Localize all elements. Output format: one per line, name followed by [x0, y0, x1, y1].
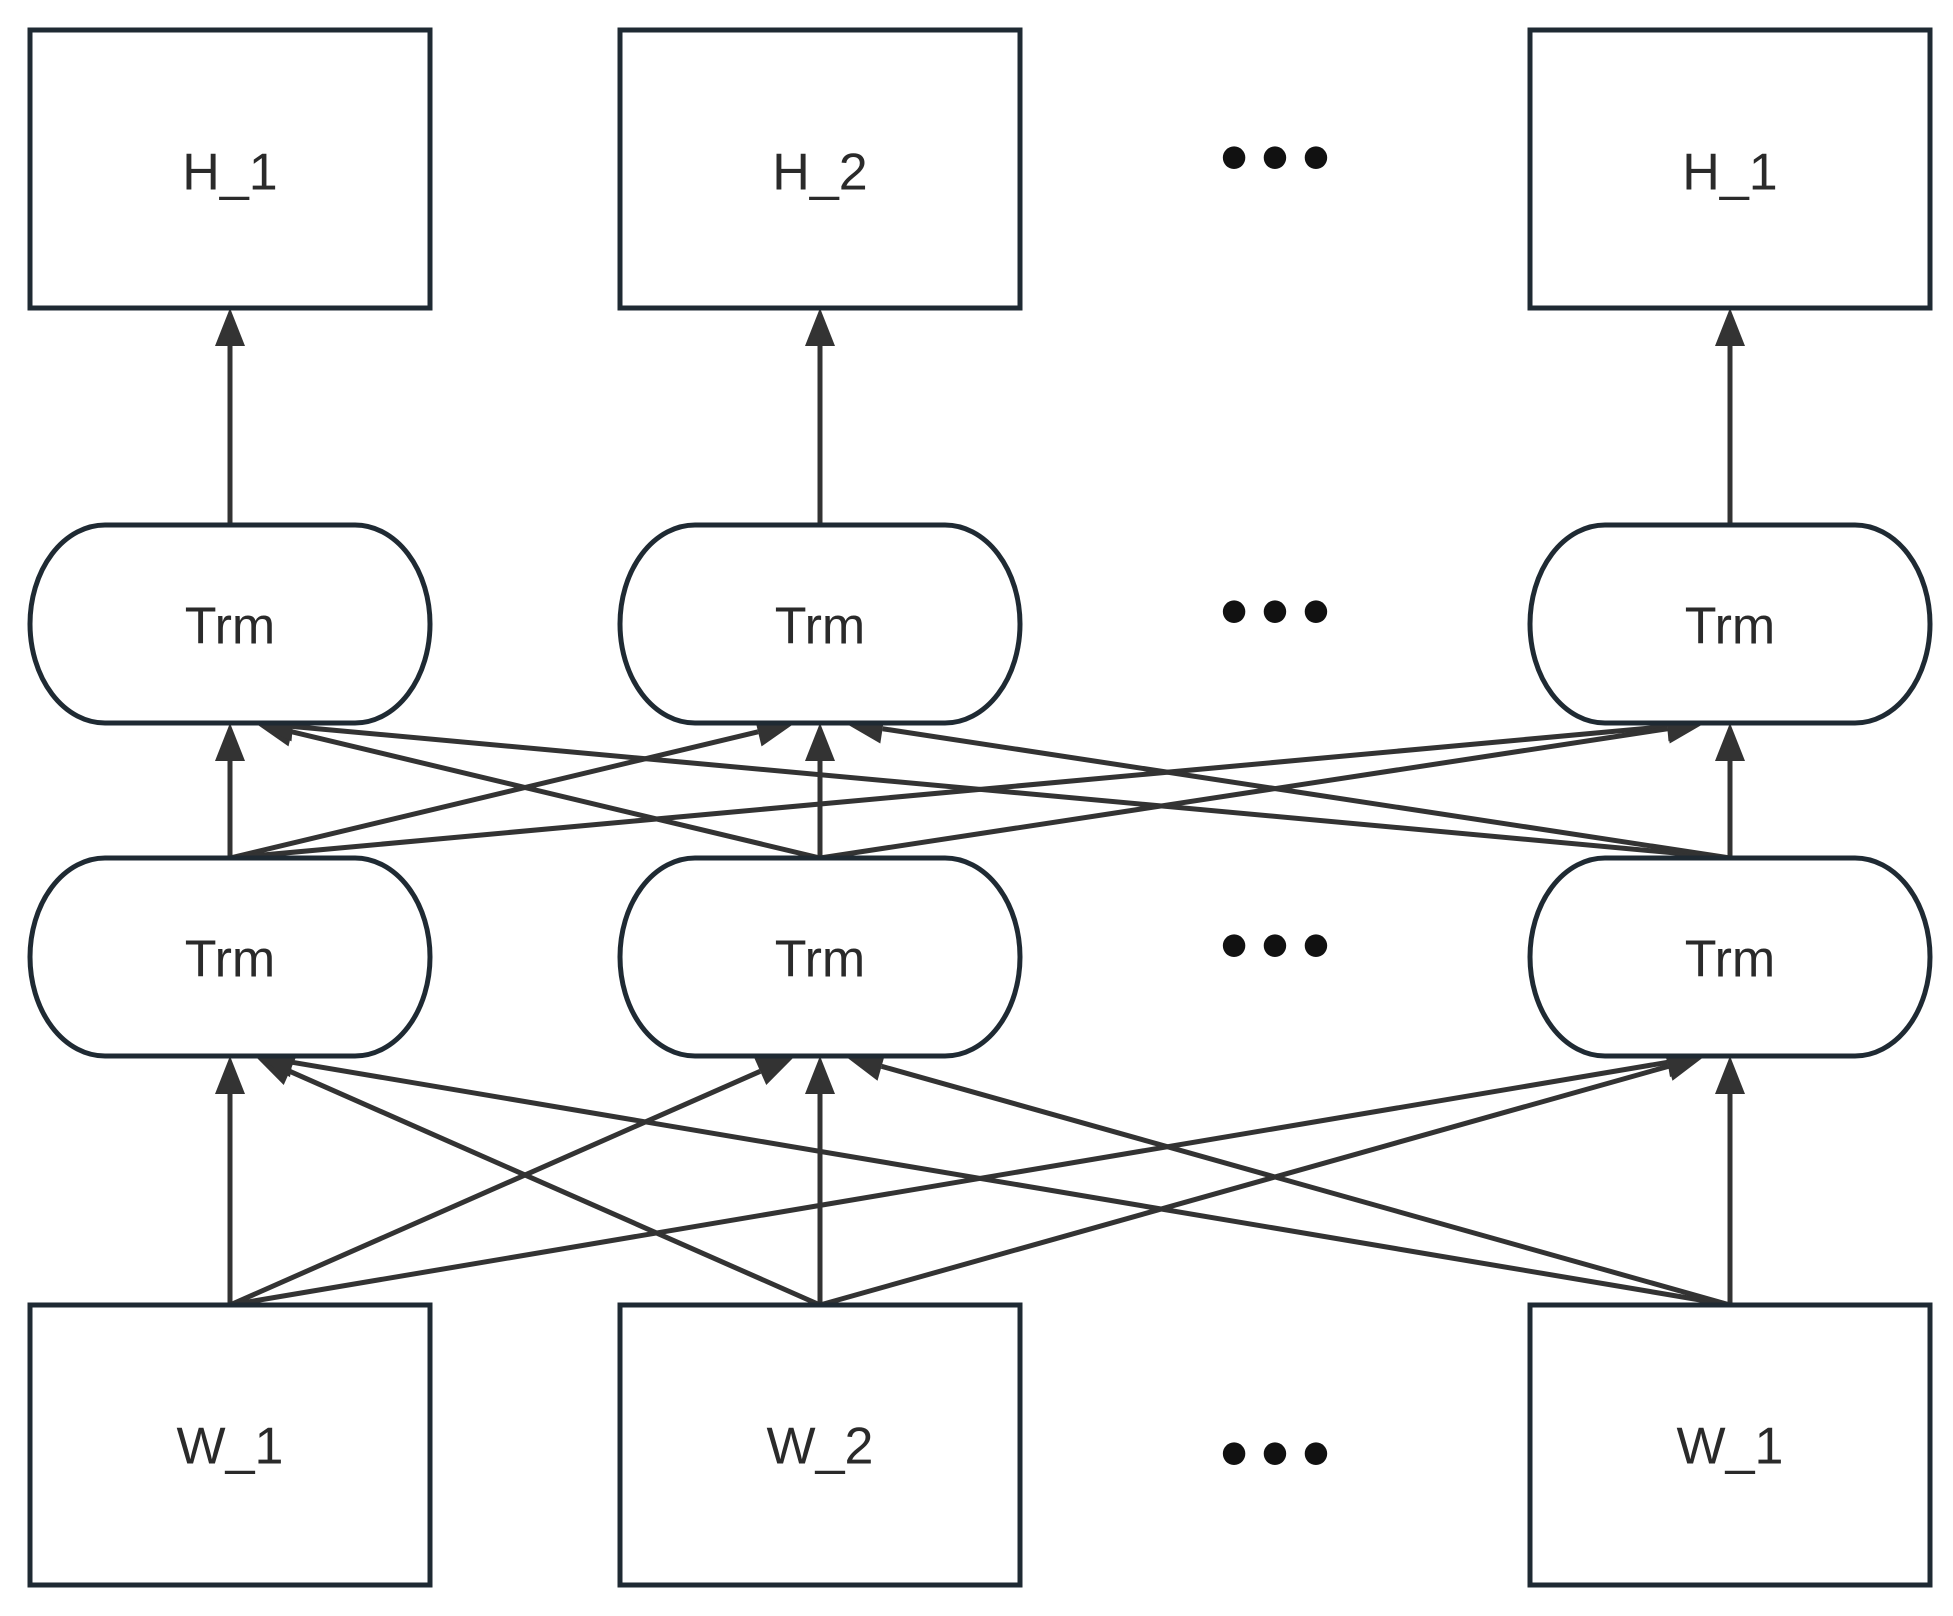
- output-label-1: H_1: [182, 144, 277, 202]
- edge-w-3-to-trm1-3-arrowhead: [1715, 1056, 1745, 1094]
- lower-trm-box-1: [27, 855, 433, 1059]
- edge-w-3-to-trm1-2-line: [880, 1063, 1731, 1308]
- lower-trm-row: Trm Trm ••• Trm: [27, 855, 1933, 1059]
- lower-trm-label-3: Trm: [1685, 931, 1775, 989]
- edges-layer: [215, 308, 1745, 1308]
- output-box-1: [27, 27, 433, 311]
- edge-w-1-to-trm1-2-line: [228, 1069, 762, 1308]
- edge-w-3-to-trm1-1-line: [292, 1059, 1731, 1308]
- upper-trm-node-2: Trm: [617, 522, 1023, 726]
- edge-w-3-to-trm1-2-arrowhead: [845, 1051, 886, 1081]
- upper-trm-label-2: Trm: [775, 598, 865, 656]
- lower-trm-label-1: Trm: [185, 931, 275, 989]
- input-node-2: W_2: [617, 1302, 1023, 1588]
- lower-trm-box-3: [1527, 855, 1933, 1059]
- edge-trm2-to-h-3-arrowhead: [1715, 308, 1745, 346]
- edge-trm1-2-to-trm2-1-line: [291, 729, 821, 861]
- edge-w-2-to-trm1-3-arrowhead: [1664, 1051, 1705, 1081]
- input-node-3: W_1: [1527, 1302, 1933, 1588]
- output-ellipsis: •••: [1214, 124, 1337, 198]
- lower-trm-node-1: Trm: [27, 855, 433, 1059]
- upper-trm-box-2: [617, 522, 1023, 726]
- edge-trm2-to-h-2-arrowhead: [805, 308, 835, 346]
- edge-trm2-to-h-1-arrowhead: [215, 308, 245, 346]
- upper-trm-node-3: Trm: [1527, 522, 1933, 726]
- edge-trm1-1-to-trm2-3-line: [229, 723, 1668, 861]
- upper-trm-ellipsis: •••: [1214, 578, 1337, 652]
- output-label-2: H_2: [772, 144, 867, 202]
- input-row: W_1 W_2 ••• W_1: [27, 1302, 1933, 1588]
- input-label-3: W_1: [1677, 1418, 1784, 1476]
- lower-trm-ellipsis: •••: [1214, 912, 1337, 986]
- edge-trm1-2-to-trm2-3-line: [819, 726, 1668, 861]
- lower-trm-node-2: Trm: [617, 855, 1023, 1059]
- output-label-3: H_1: [1682, 144, 1777, 202]
- edge-w-2-to-trm1-3-line: [819, 1063, 1670, 1308]
- edge-trm1-1-to-trm2-2-line: [229, 729, 759, 861]
- input-box-3: [1527, 1302, 1933, 1588]
- edge-w-1-to-trm1-2-arrowhead: [754, 1056, 795, 1086]
- output-box-2: [617, 27, 1023, 311]
- input-ellipsis: •••: [1214, 1420, 1337, 1494]
- edge-trm1-1-to-trm2-1-arrowhead: [215, 723, 245, 761]
- edge-trm1-3-to-trm2-3-arrowhead: [1715, 723, 1745, 761]
- upper-trm-label-1: Trm: [185, 598, 275, 656]
- edge-w-2-to-trm1-2-arrowhead: [805, 1056, 835, 1094]
- edge-w-1-to-trm1-3-line: [229, 1059, 1668, 1308]
- input-box-2: [617, 1302, 1023, 1588]
- output-node-2: H_2: [617, 27, 1023, 311]
- input-node-1: W_1: [27, 1302, 433, 1588]
- edge-trm1-2-to-trm2-2-arrowhead: [805, 723, 835, 761]
- upper-trm-row: Trm Trm ••• Trm: [27, 522, 1933, 726]
- edge-trm1-3-to-trm2-1-line: [292, 723, 1731, 861]
- edge-w-2-to-trm1-1-line: [288, 1069, 822, 1308]
- output-node-3: H_1: [1527, 27, 1933, 311]
- edge-trm1-3-to-trm2-2-line: [882, 726, 1731, 861]
- upper-trm-label-3: Trm: [1685, 598, 1775, 656]
- edge-w-1-to-trm1-1-arrowhead: [215, 1056, 245, 1094]
- lower-trm-label-2: Trm: [775, 931, 865, 989]
- input-label-2: W_2: [767, 1418, 874, 1476]
- input-label-1: W_1: [177, 1418, 284, 1476]
- output-box-3: [1527, 27, 1933, 311]
- upper-trm-box-3: [1527, 522, 1933, 726]
- input-box-1: [27, 1302, 433, 1588]
- upper-trm-box-1: [27, 522, 433, 726]
- output-node-1: H_1: [27, 27, 433, 311]
- output-row: H_1 H_2 ••• H_1: [27, 27, 1933, 311]
- lower-trm-box-2: [617, 855, 1023, 1059]
- lower-trm-node-3: Trm: [1527, 855, 1933, 1059]
- upper-trm-node-1: Trm: [27, 522, 433, 726]
